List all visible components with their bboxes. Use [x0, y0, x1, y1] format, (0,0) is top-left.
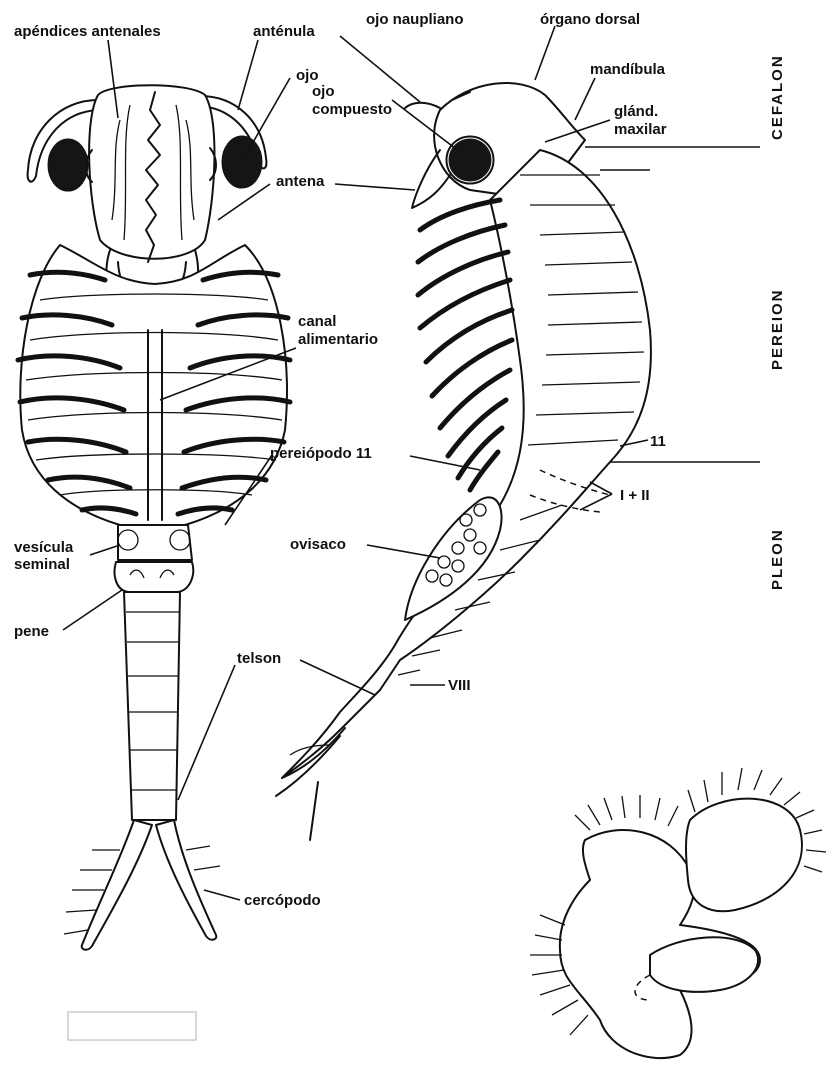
- region-pleon: PLEON: [769, 528, 786, 590]
- label-canal: canal: [298, 313, 336, 330]
- compound-eye: [446, 136, 494, 184]
- label-pene: pene: [14, 623, 49, 640]
- label-segment-11: 11: [650, 433, 666, 450]
- label-maxilar: maxilar: [614, 121, 667, 138]
- label-ojo-compuesto-2: compuesto: [312, 101, 392, 118]
- label-antenula: anténula: [253, 23, 315, 40]
- label-alimentario: alimentario: [298, 331, 378, 348]
- label-apendices-antenales: apéndices antenales: [14, 23, 161, 40]
- stamp-mark: [68, 1012, 196, 1040]
- label-ojo-dorsal: ojo: [296, 67, 319, 84]
- label-ojo-naupliano: ojo naupliano: [366, 11, 464, 28]
- label-seminal: seminal: [14, 556, 70, 573]
- label-telson: telson: [237, 650, 281, 667]
- dorsal-right-eye: [222, 136, 262, 188]
- region-cefalon: CEFALON: [769, 54, 786, 140]
- label-antena: antena: [276, 173, 325, 190]
- label-pereiopodo-11: pereiópodo 11: [270, 445, 372, 462]
- label-ojo-compuesto-1: ojo: [312, 83, 335, 100]
- label-ovisaco: ovisaco: [290, 536, 346, 553]
- dorsal-view-illustration: [18, 85, 290, 949]
- dorsal-left-eye: [48, 139, 88, 191]
- label-cercopodo: cercópodo: [244, 892, 321, 909]
- label-segment-i-ii: I + II: [620, 487, 650, 504]
- label-organo-dorsal: órgano dorsal: [540, 11, 640, 28]
- appendage-detail-illustration: [530, 768, 826, 1058]
- label-mandibula: mandíbula: [590, 61, 666, 78]
- label-segment-viii: VIII: [448, 677, 471, 694]
- label-gland: glánd.: [614, 103, 658, 120]
- label-vesicula: vesícula: [14, 539, 74, 556]
- region-pereion: PEREION: [769, 288, 786, 370]
